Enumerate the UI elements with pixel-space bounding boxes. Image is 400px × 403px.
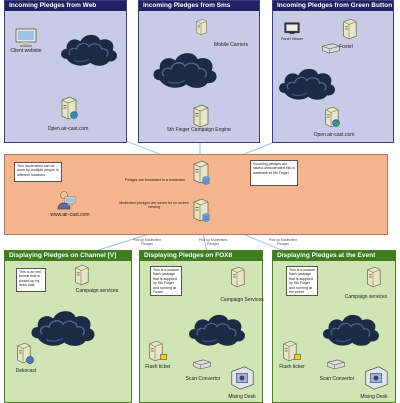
event-cloud-icon: [320, 310, 382, 348]
campaign-services-label: Campaign services: [344, 294, 388, 300]
forwarded-note: Pledges are forwarded to a moderator: [124, 178, 186, 182]
foxtel-server-icon: [340, 18, 358, 40]
panel-title: Incoming Pledges from Web: [5, 1, 126, 11]
saved-note: Incoming pledges are saved unmoderated i…: [250, 160, 298, 186]
moderator-monitor-icon: [64, 196, 76, 206]
globe-icon: [332, 119, 340, 127]
database-icon: [202, 176, 210, 185]
panel-title: Displaying Pledges at the Event: [273, 251, 395, 261]
campaign-services-server-icon: [228, 266, 246, 288]
flash-ticker-label: Flash ticker: [145, 364, 171, 370]
campaign-services-label: Campaign services: [75, 288, 119, 294]
scan-convertor-icon: [326, 358, 346, 370]
mobile-carriers-server-icon: [194, 18, 208, 36]
panel-title: Incoming Pledges from Sms: [139, 1, 259, 11]
set-top-box-icon: [320, 42, 342, 54]
campaign-services-label: Campaign Services: [220, 297, 264, 303]
mobile-carriers-label: Mobile Carriers: [214, 42, 248, 48]
channel-note: This is an xml format that is picked up …: [16, 268, 46, 292]
mixing-desk-icon: [228, 364, 256, 392]
database-icon: [202, 213, 210, 222]
mixing-desk-icon: [362, 364, 390, 392]
moderation-note: This moderation can be done by multiple …: [14, 162, 62, 182]
client-website-label: Client website: [10, 48, 42, 54]
channel-cloud-icon: [28, 306, 98, 348]
panel-viewer-label: Panel Viewer: [280, 37, 304, 41]
dekocast-label: Dekocast: [15, 368, 37, 374]
internet-cloud-icon: [58, 30, 120, 68]
green-server-label: Open.air-cast.com: [313, 132, 355, 138]
campaign-services-server-icon: [364, 266, 382, 288]
flow-label: Pick up Moderated Pledges: [132, 238, 162, 246]
mixing-desk-label: Mixing Desk: [228, 394, 256, 400]
campaign-services-server-icon: [72, 264, 90, 286]
scan-convertor-label: Scan Convertor: [185, 376, 221, 382]
sms-cloud-icon: [150, 48, 220, 90]
flow-label: Pick up Moderated Pledges: [268, 238, 298, 246]
scan-convertor-label: Scan Convertor: [319, 376, 355, 382]
mixing-desk-label: Mixing Desk: [360, 394, 388, 400]
flash-ticker-label: Flash ticker: [279, 364, 305, 370]
panel-viewer-tv-icon: [284, 22, 300, 35]
campaign-engine-server-icon: [190, 104, 210, 128]
web-server-label: Open.air-cast.com: [47, 126, 89, 132]
dekocast-badge-icon: [26, 356, 34, 364]
flash-badge-icon: [294, 354, 301, 360]
campaign-engine-label: 5th Finger Campaign Engine: [167, 127, 231, 133]
flow-label: Pick up Moderated Pledges: [198, 238, 228, 246]
fox8-note: This is a custom flash package that is s…: [150, 266, 182, 296]
site-label: www.air-cast.com: [50, 212, 90, 218]
globe-icon: [70, 111, 78, 119]
foxtel-label: Foxtel: [339, 44, 353, 50]
panel-title: Displaying Pledges on Channel [V]: [5, 251, 131, 261]
event-note: This is a custom flash package that is s…: [286, 266, 318, 296]
fox8-cloud-icon: [186, 310, 248, 348]
green-cloud-icon: [276, 64, 338, 102]
scan-convertor-icon: [192, 358, 212, 370]
panel-title: Incoming Pledges from Green Button: [273, 1, 393, 11]
panel-incoming-web: Incoming Pledges from Web: [4, 0, 127, 143]
moderated-note: Moderated pledges are saved for on scree…: [119, 201, 189, 210]
flash-badge-icon: [160, 354, 167, 360]
panel-title: Displaying Pledges on FOX8: [140, 251, 262, 261]
client-website-icon: [14, 28, 38, 48]
